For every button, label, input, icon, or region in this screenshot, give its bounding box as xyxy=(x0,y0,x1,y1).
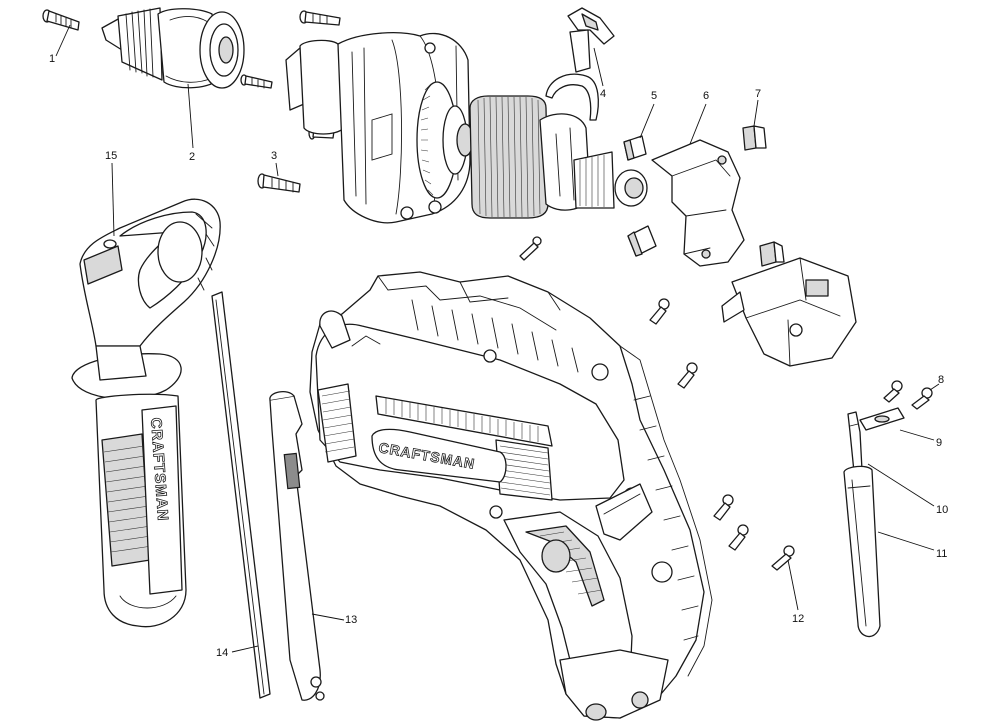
part-7-brushes xyxy=(742,125,785,267)
callout-5: 5 xyxy=(639,90,657,139)
callout-label: 1 xyxy=(49,53,55,65)
part-13-strap xyxy=(269,390,325,701)
callout-label: 7 xyxy=(755,88,761,100)
callout-label: 10 xyxy=(936,504,948,516)
callout-4: 4 xyxy=(593,47,606,100)
callout-2: 2 xyxy=(187,83,195,163)
screw-r2 xyxy=(677,362,698,389)
callout-6: 6 xyxy=(689,90,709,145)
part-8-screws xyxy=(883,380,933,410)
brush-holder-small xyxy=(627,225,657,257)
callout-10: 10 xyxy=(867,463,948,516)
main-housing: CRAFTSMAN xyxy=(309,271,713,721)
callout-label: 3 xyxy=(271,150,277,162)
callout-8: 8 xyxy=(929,374,944,391)
callout-label: 11 xyxy=(936,548,947,560)
callout-1: 1 xyxy=(49,24,71,65)
screw-r4 xyxy=(728,524,749,551)
part-9-plate xyxy=(859,407,905,431)
screw-r3 xyxy=(713,494,734,521)
callout-label: 9 xyxy=(936,437,942,449)
callout-14: 14 xyxy=(216,645,259,659)
part-15-side-handle: CRAFTSMAN xyxy=(71,198,221,628)
callout-label: 4 xyxy=(600,88,606,100)
part-12-screw xyxy=(771,545,795,571)
part-11-rod xyxy=(843,465,881,638)
callout-9: 9 xyxy=(899,429,942,449)
callout-label: 12 xyxy=(792,613,804,625)
part-14-strip xyxy=(211,291,271,699)
screw-near-brush xyxy=(519,236,542,261)
commutator-bearing xyxy=(573,151,648,209)
part-4-selector xyxy=(567,7,615,73)
callout-11: 11 xyxy=(877,531,947,560)
callout-label: 5 xyxy=(651,90,657,102)
callout-label: 14 xyxy=(216,647,228,659)
callout-15: 15 xyxy=(105,150,117,237)
callout-label: 8 xyxy=(938,374,944,386)
screw-r1 xyxy=(649,298,670,325)
callout-label: 15 xyxy=(105,150,117,162)
callout-label: 6 xyxy=(703,90,709,102)
callout-label: 13 xyxy=(345,614,357,626)
part-1-screw xyxy=(42,9,80,31)
part-6-brush-frame xyxy=(651,139,745,267)
part-5-clip xyxy=(623,135,647,161)
callout-12: 12 xyxy=(787,559,804,625)
trigger-switch xyxy=(721,257,857,367)
armature-fan xyxy=(416,81,474,199)
callout-13: 13 xyxy=(311,613,357,626)
armature-stack xyxy=(469,73,599,219)
callout-3: 3 xyxy=(271,150,279,177)
callout-label: 2 xyxy=(189,151,195,163)
housing-screw-top xyxy=(299,10,341,26)
part-3-screw xyxy=(257,173,301,193)
part-2-chuck xyxy=(101,7,245,89)
chuck-screw-small xyxy=(240,74,273,89)
callout-7: 7 xyxy=(753,88,761,127)
